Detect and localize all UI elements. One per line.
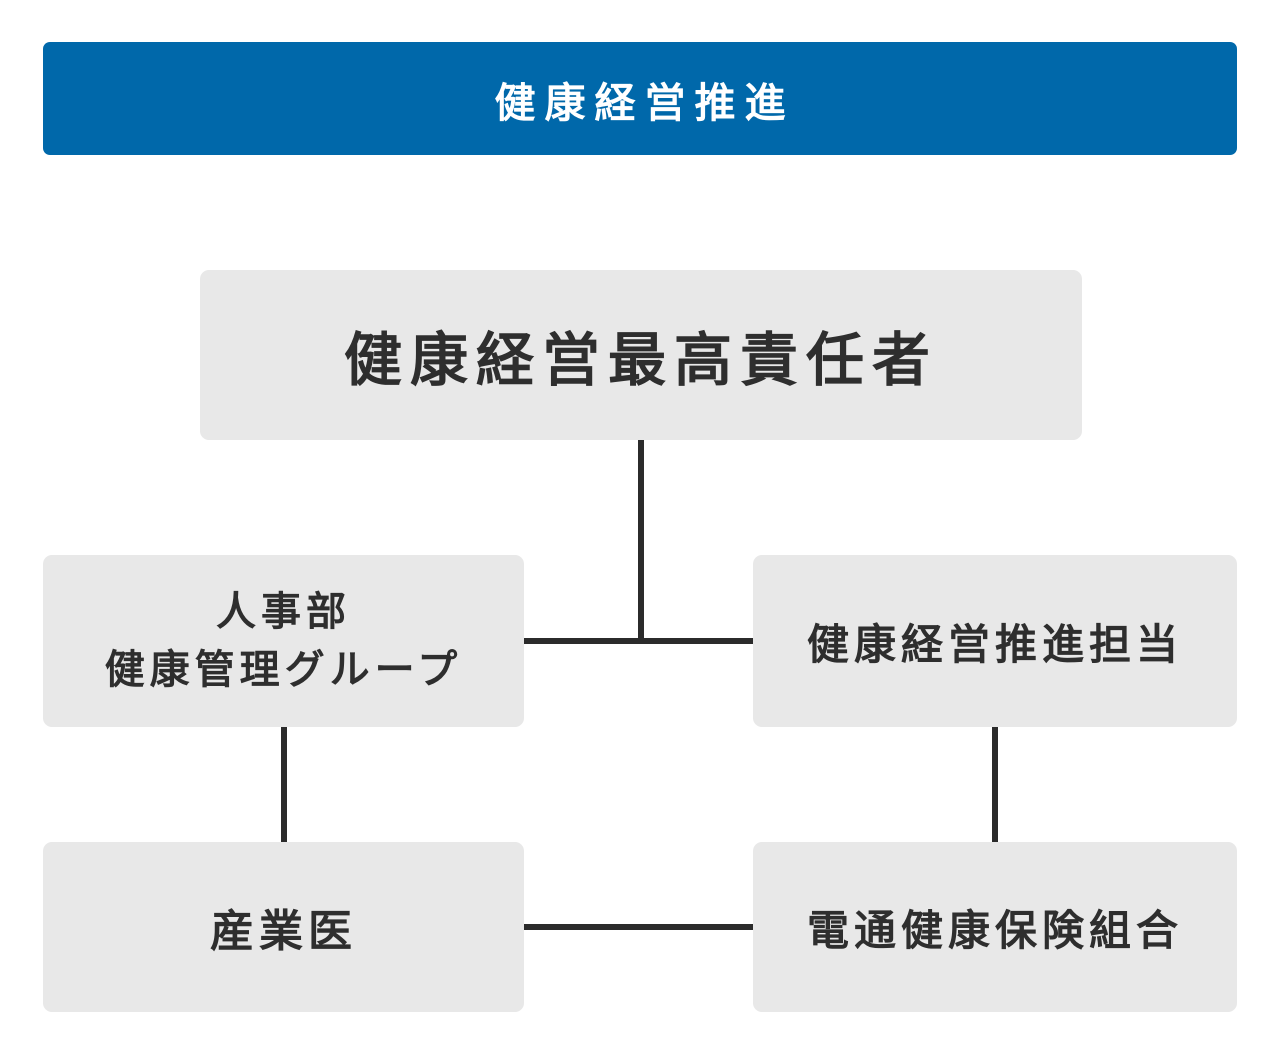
connector-promotion-to-insurance — [992, 727, 998, 843]
node-label: 産業医 — [210, 906, 357, 957]
connector-physician-to-insurance — [524, 924, 753, 930]
node-occupational-physician: 産業医 — [43, 842, 524, 1012]
node-label: 健康経営推進担当 — [806, 619, 1183, 669]
node-chief-health-officer: 健康経営最高責任者 — [200, 270, 1082, 440]
connector-hr-to-physician — [281, 727, 287, 843]
connector-chief-to-middle-row — [638, 440, 644, 644]
node-hr-health-management-group: 人事部 健康管理グループ — [43, 555, 524, 727]
chart-title: 健康経営推進 — [494, 78, 795, 127]
connector-hr-to-promotion — [524, 638, 753, 644]
node-health-promotion-staff: 健康経営推進担当 — [753, 555, 1237, 727]
node-label: 電通健康保険組合 — [806, 905, 1183, 955]
chart-title-banner: 健康経営推進 — [43, 42, 1237, 155]
node-dentsu-health-insurance: 電通健康保険組合 — [753, 842, 1237, 1012]
node-label: 健康経営最高責任者 — [343, 326, 938, 394]
node-label-line1: 人事部 — [216, 589, 351, 635]
node-label-line2: 健康管理グループ — [104, 647, 463, 693]
